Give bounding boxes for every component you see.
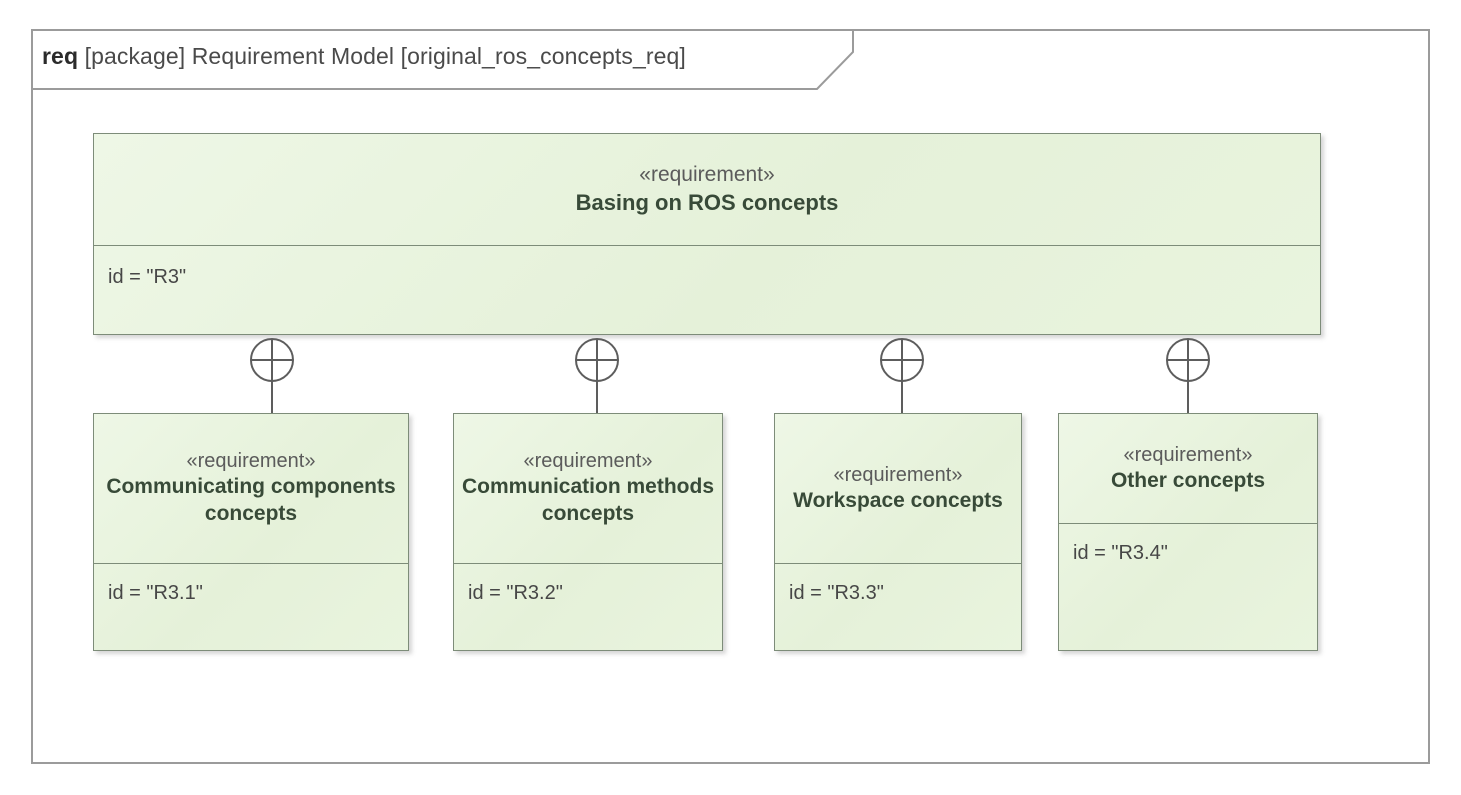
header-tab-shape [31, 29, 854, 90]
requirement-attributes: id = "R3" [94, 246, 1320, 334]
stereotype-label: «requirement» [186, 450, 316, 473]
requirement-block-r3[interactable]: «requirement» Basing on ROS concepts id … [93, 133, 1321, 335]
requirement-name: Communication methods concepts [461, 475, 714, 525]
diagram-header-tab: req [package] Requirement Model [origina… [31, 29, 855, 90]
requirement-attributes: id = "R3.2" [454, 564, 722, 650]
requirement-header: «requirement» Basing on ROS concepts [94, 134, 1320, 246]
requirement-header: «requirement» Communicating components c… [94, 414, 408, 564]
diagram-kind-label: req [42, 43, 79, 69]
requirement-attributes: id = "R3.4" [1059, 524, 1317, 650]
requirement-header: «requirement» Communication methods conc… [454, 414, 722, 564]
requirement-id-attribute: id = "R3" [108, 266, 187, 288]
stereotype-label: «requirement» [833, 463, 963, 486]
requirement-block-r32[interactable]: «requirement» Communication methods conc… [453, 413, 723, 651]
stereotype-label: «requirement» [639, 163, 775, 187]
diagram-title-text: [package] Requirement Model [original_ro… [78, 43, 686, 69]
requirement-name: Communicating components concepts [106, 475, 396, 525]
requirement-block-r33[interactable]: «requirement» Workspace concepts id = "R… [774, 413, 1022, 651]
requirement-attributes: id = "R3.3" [775, 564, 1021, 650]
diagram-title: req [package] Requirement Model [origina… [42, 43, 686, 70]
requirement-header: «requirement» Workspace concepts [775, 414, 1021, 564]
requirement-id-attribute: id = "R3.4" [1073, 542, 1168, 564]
requirement-id-attribute: id = "R3.3" [789, 582, 884, 604]
requirement-attributes: id = "R3.1" [94, 564, 408, 650]
requirement-name: Other concepts [1110, 468, 1266, 492]
requirement-block-r34[interactable]: «requirement» Other concepts id = "R3.4" [1058, 413, 1318, 651]
requirement-id-attribute: id = "R3.2" [468, 582, 563, 604]
requirement-id-attribute: id = "R3.1" [108, 582, 203, 604]
requirement-block-r31[interactable]: «requirement» Communicating components c… [93, 413, 409, 651]
stereotype-label: «requirement» [523, 450, 653, 473]
requirement-name: Workspace concepts [793, 488, 1003, 512]
requirement-header: «requirement» Other concepts [1059, 414, 1317, 524]
stereotype-label: «requirement» [1123, 443, 1253, 466]
requirement-name: Basing on ROS concepts [575, 189, 839, 215]
